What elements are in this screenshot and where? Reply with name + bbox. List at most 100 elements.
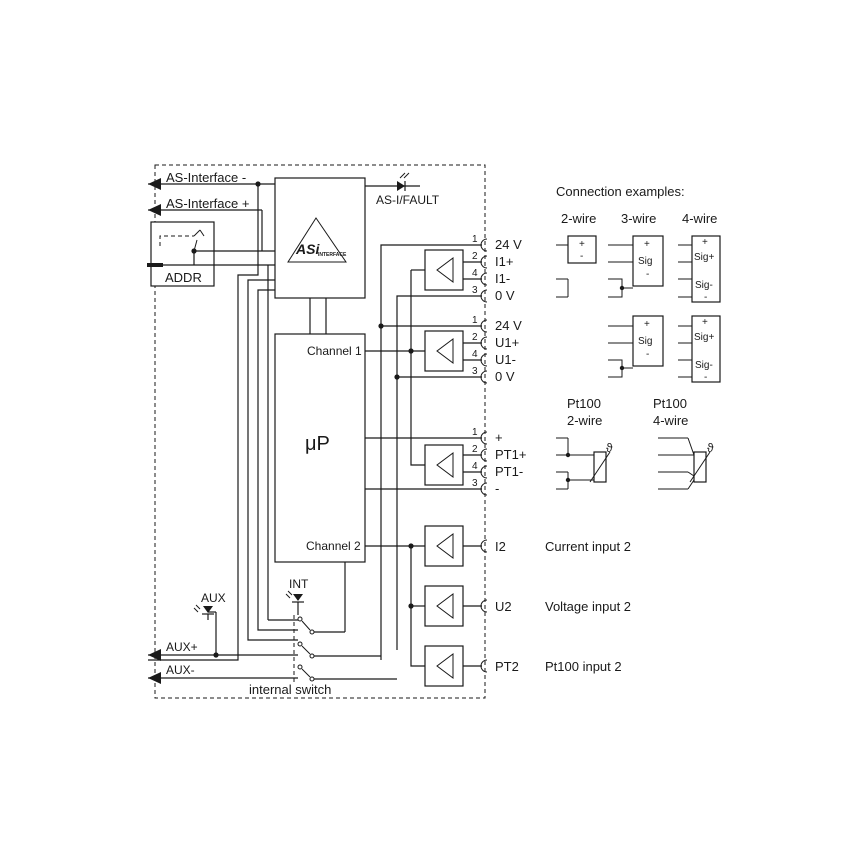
amplifier-u2: [424, 585, 482, 627]
svg-text:4: 4: [472, 349, 478, 360]
svg-text:1: 1: [472, 234, 478, 245]
svg-text:Voltage input 2: Voltage input 2: [545, 599, 631, 614]
svg-text:+: +: [579, 239, 585, 250]
as-i-fault-led-icon: [365, 172, 420, 191]
svg-text:ϑ: ϑ: [606, 441, 613, 455]
svg-text:1: 1: [472, 315, 478, 326]
svg-text:0 V: 0 V: [495, 369, 515, 384]
svg-text:U1-: U1-: [495, 352, 516, 367]
aux-led-icon: [193, 604, 214, 620]
internal-switch-icon: [293, 562, 397, 682]
microprocessor-block: [274, 333, 366, 563]
svg-text:0 V: 0 V: [495, 288, 515, 303]
svg-text:Sig: Sig: [638, 336, 652, 347]
examples-title: Connection examples:: [556, 184, 685, 199]
as-i-chip: [274, 177, 366, 299]
pt100-4wire-icon: ϑ: [658, 437, 714, 490]
as-interface-plus-label: AS-Interface +: [166, 196, 249, 211]
int-label: INT: [289, 577, 309, 591]
svg-text:Sig-: Sig-: [695, 280, 713, 291]
svg-text:U1+: U1+: [495, 335, 519, 350]
terminal-group-1: 1 2 4 3 24 V I1+ I1- 0 V: [472, 234, 522, 303]
addr-label: ADDR: [165, 270, 202, 285]
svg-text:4: 4: [472, 461, 478, 472]
example-4wire-label: 4-wire: [682, 211, 717, 226]
svg-text:Sig: Sig: [638, 256, 652, 267]
svg-text:Pt100 input 2: Pt100 input 2: [545, 659, 622, 674]
addr-switch-icon: [147, 229, 275, 267]
svg-text:Sig-: Sig-: [695, 360, 713, 371]
svg-text:PT2: PT2: [495, 659, 519, 674]
svg-text:I2: I2: [495, 539, 506, 554]
pt100-4wire-title-b: 4-wire: [653, 413, 688, 428]
channel-1-bus: [365, 269, 425, 466]
pt100-4wire-title-a: Pt100: [653, 396, 687, 411]
channel-2-label: Channel 2: [306, 539, 361, 553]
sensor-4wire-icon-2: + Sig+ Sig- -: [678, 315, 721, 383]
svg-text:INTERFACE: INTERFACE: [318, 252, 347, 258]
svg-text:-: -: [580, 251, 583, 262]
svg-text:+: +: [702, 317, 708, 328]
svg-text:+: +: [644, 239, 650, 250]
pt100-2wire-title-b: 2-wire: [567, 413, 602, 428]
svg-text:-: -: [704, 292, 707, 303]
internal-switch-label: internal switch: [249, 682, 331, 697]
amplifier-1: [424, 249, 482, 291]
terminals-channel-2: I2 U2 PT2 Current input 2 Voltage input …: [480, 539, 631, 674]
microprocessor-label: μP: [305, 433, 330, 455]
aux-plus-label: AUX+: [166, 640, 198, 654]
svg-text:ϑ: ϑ: [707, 441, 714, 455]
amplifier-3: [424, 444, 482, 486]
terminal-group-2: 1 2 4 3 24 V U1+ U1- 0 V: [472, 315, 522, 384]
as-i-fault-label: AS-I/FAULT: [376, 193, 440, 207]
svg-text:24 V: 24 V: [495, 318, 522, 333]
example-2wire-label: 2-wire: [561, 211, 596, 226]
svg-text:Sig+: Sig+: [694, 252, 714, 263]
channel-2-bus: [365, 543, 425, 667]
svg-text:PT1+: PT1+: [495, 447, 526, 462]
svg-text:PT1-: PT1-: [495, 464, 523, 479]
pt100-2wire-title-a: Pt100: [567, 396, 601, 411]
amplifier-2: [424, 330, 482, 372]
svg-text:I1+: I1+: [495, 254, 513, 269]
amplifier-pt2: [424, 645, 482, 687]
svg-text:-: -: [704, 372, 707, 383]
svg-text:4: 4: [472, 268, 478, 279]
svg-text:-: -: [646, 349, 649, 360]
terminal-group-3: 1 2 4 3 + PT1+ PT1- -: [472, 427, 526, 496]
int-led-icon: [285, 590, 304, 615]
addr-box: [150, 221, 215, 287]
svg-text:+: +: [644, 319, 650, 330]
pt100-2wire-icon: ϑ: [556, 437, 613, 490]
svg-text:-: -: [646, 269, 649, 280]
svg-text:ASi: ASi: [295, 241, 320, 257]
svg-text:1: 1: [472, 427, 478, 438]
svg-text:+: +: [495, 430, 503, 445]
left-bus-lines: [148, 184, 298, 661]
svg-text:3: 3: [472, 285, 478, 296]
svg-text:Current input 2: Current input 2: [545, 539, 631, 554]
as-interface-plus-line: [148, 204, 263, 251]
svg-text:24 V: 24 V: [495, 237, 522, 252]
aux-minus-label: AUX-: [166, 663, 195, 677]
sensor-2wire-icon: + -: [556, 235, 597, 298]
svg-text:3: 3: [472, 478, 478, 489]
svg-text:2: 2: [472, 444, 478, 455]
svg-text:+: +: [702, 237, 708, 248]
sensor-3wire-icon-2: + Sig -: [608, 315, 664, 378]
device-boundary: [154, 164, 486, 699]
sensor-4wire-icon-1: + Sig+ Sig- -: [678, 235, 721, 303]
as-i-logo: ASi INTERFACE: [287, 217, 347, 263]
sensor-3wire-icon-1: + Sig -: [608, 235, 664, 298]
amplifier-i2: [424, 525, 482, 567]
svg-text:3: 3: [472, 366, 478, 377]
example-3wire-label: 3-wire: [621, 211, 656, 226]
svg-text:I1-: I1-: [495, 271, 510, 286]
svg-text:-: -: [495, 481, 499, 496]
aux-plus-line: [148, 611, 298, 661]
channel-1-label: Channel 1: [307, 344, 362, 358]
svg-text:2: 2: [472, 251, 478, 262]
power-rails: [365, 244, 482, 660]
as-interface-minus-label: AS-Interface -: [166, 170, 246, 185]
